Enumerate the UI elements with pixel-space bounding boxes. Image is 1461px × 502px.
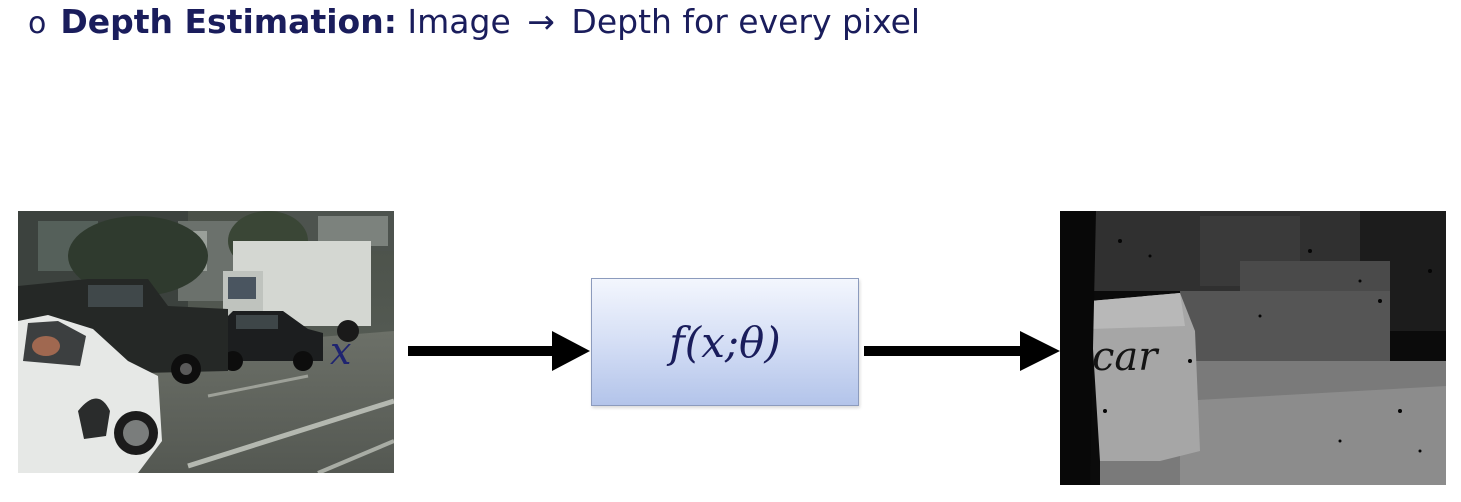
right-arrow-icon xyxy=(864,331,1060,371)
bullet-marker: o xyxy=(28,6,47,41)
street-scene-image xyxy=(18,211,394,473)
input-variable-label: x xyxy=(330,329,352,373)
input-word: Image xyxy=(407,2,511,41)
task-term: Depth Estimation: xyxy=(60,2,397,41)
bullet-line: o Depth Estimation: Image → Depth for eve… xyxy=(28,2,920,41)
output-phrase: Depth for every pixel xyxy=(571,2,921,41)
function-box: f(x;θ) xyxy=(591,278,859,406)
function-expression: f(x;θ) xyxy=(669,317,781,367)
output-object-label: car xyxy=(1092,334,1158,380)
right-arrow-icon: → xyxy=(527,2,555,41)
right-arrow-icon xyxy=(408,331,590,371)
depth-map-image xyxy=(1060,211,1446,485)
